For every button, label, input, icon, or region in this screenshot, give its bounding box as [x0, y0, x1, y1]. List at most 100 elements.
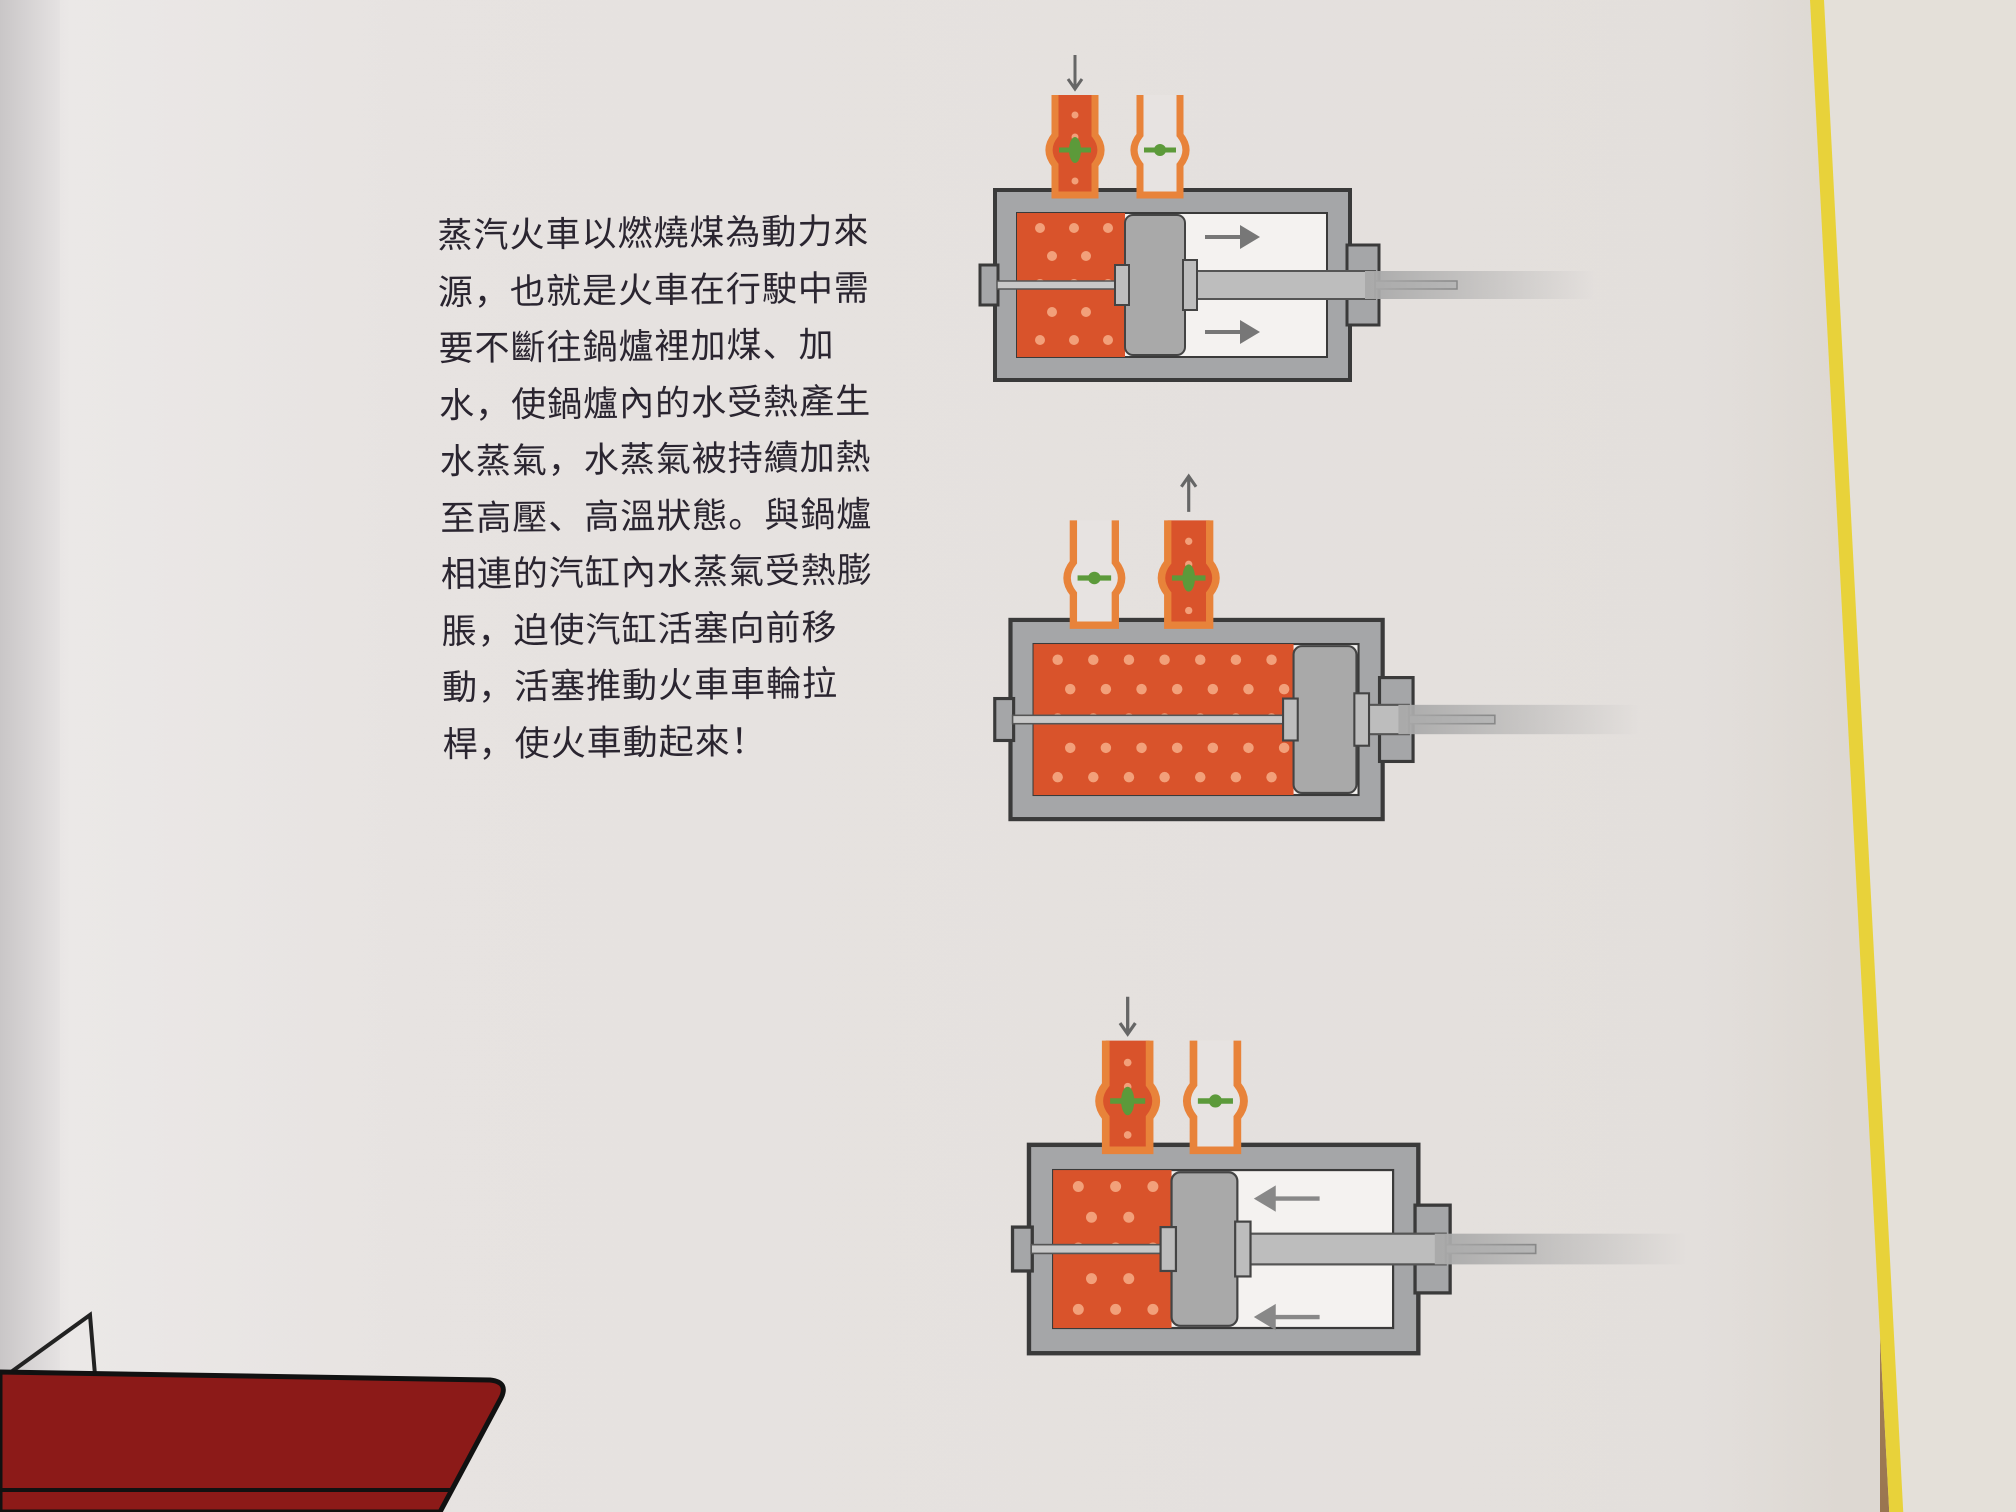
steam-bubble: [1147, 1303, 1159, 1315]
valve-icon: [1121, 1086, 1135, 1116]
piston-hub: [1234, 1220, 1252, 1278]
steam-bubble: [1266, 771, 1277, 783]
valve-icon: [1182, 564, 1195, 592]
arrow-down-icon: [1118, 996, 1137, 1037]
piston-hub: [1353, 692, 1371, 747]
arrow-up-icon: [1180, 473, 1198, 512]
rear-gland: [1010, 1225, 1034, 1273]
steam-bubble: [1035, 335, 1045, 345]
steam-bubble: [1207, 683, 1219, 695]
steam-bubble: [1195, 771, 1206, 783]
rear-gland: [978, 263, 1000, 307]
rear-gland: [993, 696, 1016, 743]
valve-icon: [1154, 144, 1166, 156]
text-line: 相連的汽缸內水蒸氣受熱膨: [440, 550, 874, 596]
steam-bubble: [1110, 1303, 1122, 1315]
book-edge: [1810, 0, 2016, 1512]
text-line: 桿，使火車動起來！: [442, 721, 767, 765]
steam-bubble: [1123, 771, 1135, 783]
steam-bubble: [1081, 251, 1091, 261]
steam-bubble: [1088, 771, 1099, 783]
steam-bubble: [1100, 683, 1112, 695]
steam-bubble: [1052, 771, 1063, 783]
steam-bubble: [1230, 654, 1242, 665]
boat-illustration: [0, 1311, 506, 1512]
steam-bubble: [1035, 223, 1045, 233]
steam-bubble: [1243, 683, 1254, 695]
piston-rod-extension: [1434, 1233, 1688, 1265]
steam-bubble: [1123, 1058, 1132, 1067]
steam-bubble: [1207, 742, 1219, 754]
piston: [1124, 214, 1186, 356]
steam-bubble: [1136, 742, 1147, 754]
piston-hub: [1182, 259, 1198, 311]
steam-bubble: [1103, 335, 1113, 345]
arrow-right-icon: [1205, 225, 1260, 249]
steam-bubble: [1103, 223, 1113, 233]
arrow-down-icon: [1066, 55, 1084, 92]
arrow-left-icon: [1253, 1185, 1320, 1212]
steam-bubble: [1072, 1303, 1084, 1315]
steam-bubble: [1100, 742, 1112, 754]
steam-cylinder-diagram-expansion: [993, 473, 1640, 822]
text-line: 水，使鍋爐內的水受熱產生: [438, 381, 872, 427]
arrow-left-icon: [1253, 1303, 1320, 1331]
steam-bubble: [1136, 683, 1147, 695]
steam-bubble: [1123, 1273, 1135, 1285]
steam-bubble: [1123, 1211, 1135, 1223]
steam-bubble: [1171, 683, 1183, 695]
steam-bubble: [1123, 1131, 1132, 1139]
steam-bubble: [1052, 654, 1063, 665]
steam-cylinder-diagram-return: [1010, 996, 1688, 1356]
page-gutter: [0, 0, 60, 1512]
steam-cylinder-diagram-intake: [978, 55, 1595, 382]
text-line: 水蒸氣，水蒸氣被持續加熱: [439, 437, 872, 483]
steam-bubble: [1185, 537, 1193, 545]
steam-bubble: [1123, 654, 1135, 665]
piston: [1170, 1171, 1239, 1327]
steam-bubble: [1171, 742, 1183, 754]
explanation-paragraph: 蒸汽火車以燃燒煤為動力來 源，也就是火車在行駛中需 要不斷往鍋爐裡加煤、加 水，…: [437, 204, 923, 774]
steam-bubble: [1065, 683, 1076, 695]
steam-bubble: [1147, 1181, 1159, 1192]
valve-icon: [1069, 137, 1081, 163]
piston-rod-front: [1236, 1232, 1447, 1266]
steam-bubble: [1110, 1181, 1122, 1192]
text-line: 動，活塞推動火車車輪拉: [441, 664, 839, 709]
steam-bubble: [1072, 1181, 1084, 1192]
arrow-right-icon: [1205, 320, 1260, 344]
steam-bubble: [1065, 742, 1076, 754]
steam-bubble: [1278, 683, 1290, 695]
steam-bubble: [1195, 654, 1206, 665]
steam-bubble: [1047, 251, 1057, 261]
steam-bubble: [1071, 111, 1079, 119]
text-line: 脹，迫使汽缸活塞向前移: [441, 607, 838, 653]
steam-bubble: [1047, 307, 1057, 317]
steam-bubble: [1159, 654, 1170, 665]
text-line: 要不斷往鍋爐裡加煤、加: [438, 325, 835, 370]
steam-bubble: [1266, 654, 1277, 665]
steam-bubble: [1069, 223, 1079, 233]
piston-hub: [1159, 1226, 1178, 1273]
steam-bubble: [1081, 307, 1091, 317]
steam-bubble: [1278, 742, 1290, 754]
piston-hub: [1282, 697, 1299, 742]
valve-icon: [1208, 1094, 1222, 1108]
steam-bubble: [1071, 177, 1079, 185]
steam-bubble: [1088, 654, 1099, 665]
steam-bubble: [1086, 1211, 1097, 1223]
text-line: 至高壓、高溫狀態。與鍋爐: [440, 494, 873, 540]
piston-hub: [1114, 264, 1130, 306]
piston-rod-front: [1184, 270, 1376, 300]
steam-bubble: [1086, 1273, 1097, 1285]
steam-bubble: [1159, 771, 1170, 783]
valve-icon: [1088, 571, 1101, 585]
steam-bubble: [1069, 335, 1079, 345]
steam-bubble: [1243, 742, 1254, 754]
text-line: 源，也就是火車在行駛中需: [437, 268, 871, 314]
text-line: 蒸汽火車以燃燒煤為動力來: [437, 212, 870, 257]
piston-rod-extension: [1398, 704, 1640, 735]
steam-bubble: [1230, 771, 1242, 783]
piston: [1292, 645, 1358, 794]
steam-bubble: [1185, 606, 1193, 615]
